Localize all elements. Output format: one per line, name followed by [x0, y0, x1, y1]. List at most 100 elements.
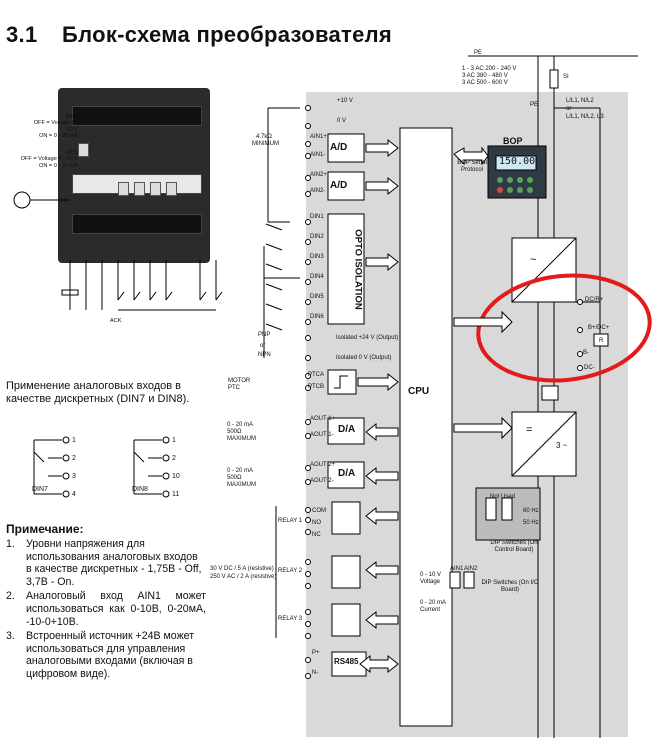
ad-label-1: A/D [330, 142, 348, 153]
din8-pin: 10 [172, 473, 180, 480]
din3-label: DIN3 [310, 254, 324, 260]
ptc-block [327, 369, 357, 395]
relay-2 [331, 555, 361, 589]
dip-io-label: DIP Switches (On I/O Board) [481, 580, 539, 593]
ain1-minus-label: AIN1- [310, 152, 326, 158]
supply-label-3: 3 AC 500 - 600 V [462, 80, 508, 86]
pot-min-label: MINIMUM [252, 141, 279, 147]
terminal-screw [166, 182, 177, 196]
ad-converter-1 [327, 133, 365, 163]
dip-io-switch [463, 571, 475, 589]
cpu-block [399, 127, 453, 727]
bus-arrow [365, 138, 399, 158]
line-input-or: or [566, 106, 572, 112]
hz50-label: 50 Hz [523, 520, 539, 526]
current-range-label: 0 - 20 mA Current [420, 600, 446, 613]
da-label-1: D/A [338, 424, 356, 435]
din8-label: DIN8 [132, 486, 148, 493]
pnp-label: PNP [258, 332, 271, 338]
iso0-label: Isolated 0 V (Output) [336, 355, 392, 361]
terminal-screw [118, 182, 129, 196]
aout2-plus-label: AOUT 2+ [310, 462, 336, 468]
n-minus-label: N- [312, 670, 319, 676]
note-item: 2.Аналоговый вход AIN1 может использоват… [6, 590, 206, 628]
dc-capacitor [541, 385, 559, 401]
din8-pin: 11 [172, 491, 180, 498]
din5-label: DIN5 [310, 294, 324, 300]
ain1-plus-label: AIN1+ [310, 134, 327, 140]
fuse-symbol [549, 69, 559, 89]
p-plus-label: P+ [312, 650, 320, 656]
relay-1 [331, 501, 361, 535]
terminal-row-bottom [72, 214, 202, 234]
v10-label: +10 V [337, 98, 353, 104]
din7-pin: 3 [72, 473, 76, 480]
bus-arrow [357, 372, 399, 392]
relay3-label: RELAY 3 [278, 616, 303, 622]
supply-label-1: 1 - 3 AC 200 - 240 V [462, 66, 517, 72]
rs485-label: RS485 [334, 657, 359, 666]
din8-schematic [133, 436, 170, 498]
ain2-minus-label: AIN2- [310, 188, 326, 194]
terminal-photo [58, 88, 210, 263]
bop-protocol-label: BOP Serial Protocol [457, 160, 487, 173]
dip-switch-image [78, 143, 89, 157]
din4-label: DIN4 [310, 274, 324, 280]
din1-label: DIN1 [310, 214, 324, 220]
din2-label: DIN2 [310, 234, 324, 240]
svg-text:~: ~ [530, 254, 536, 266]
bop-link-arrow [453, 146, 489, 166]
hz60-label: 60 Hz [523, 508, 539, 514]
din6-label: DIN6 [310, 314, 324, 320]
block-diagram: ~ = [263, 55, 652, 738]
aout2-minus-label: AOUT 2- [310, 478, 334, 484]
da-converter-2 [327, 461, 365, 489]
relay-rating-1: 30 V DC / 5 A (resistive) [210, 566, 274, 572]
bus-arrow [453, 310, 513, 334]
dip-io-switch [449, 571, 461, 589]
dip-control-label: DIP Switches (On Control Board) [490, 540, 538, 553]
bus-arrow [365, 422, 399, 442]
bus-arrow [365, 252, 399, 272]
din8-pin: 1 [172, 437, 176, 444]
ad-label-2: A/D [330, 180, 348, 191]
pe-label-2: PE [530, 102, 539, 108]
three-phase-label: 3 ~ [556, 441, 568, 450]
section-number: 3.1 [6, 22, 38, 47]
or-label: or [260, 343, 266, 349]
svg-text:=: = [526, 424, 532, 436]
ad-converter-2 [327, 171, 365, 201]
din7-label: DIN7 [32, 486, 48, 493]
bop-panel[interactable] [487, 145, 547, 199]
bus-arrow [365, 506, 399, 526]
pot-label: 4.7kΩ [256, 134, 272, 140]
ain2-plus-label: AIN2+ [310, 172, 327, 178]
din7-pin: 2 [72, 455, 76, 462]
fuse-label: SI [563, 74, 569, 80]
page-title: 3.1 Блок-схема преобразователя [6, 22, 392, 48]
b-dc-terminal-label: B+/DC+ [588, 325, 610, 331]
dc-r-terminal-label: DC/R+ [585, 297, 604, 303]
iso24-label: Isolated +24 V (Output) [336, 335, 399, 341]
bus-arrow [365, 610, 399, 630]
ain1-switch-label: AIN1 [450, 566, 464, 572]
note-item: 3.Встроенный источник +24В может использ… [6, 630, 195, 680]
opto-isolation-block [327, 213, 365, 325]
aout1-minus-label: AOUT 1- [310, 432, 334, 438]
bop-label: BOP [503, 136, 523, 146]
section-title: Блок-схема преобразователя [62, 22, 393, 47]
relay2-label: RELAY 2 [278, 568, 303, 574]
voltage-range-label: 0 - 10 V Voltage [420, 572, 442, 585]
bop-display [495, 155, 537, 171]
not-used-label: Not Used [490, 494, 516, 500]
din-caption: Применение аналоговых входов в качестве … [6, 380, 190, 405]
din7-schematic [33, 436, 70, 498]
da-converter-1 [327, 417, 365, 445]
resistor-label: R [599, 338, 604, 344]
terminal-screw [134, 182, 145, 196]
nc-label: NC [312, 532, 321, 538]
supply-label-2: 3 AC 380 - 480 V [462, 73, 508, 79]
